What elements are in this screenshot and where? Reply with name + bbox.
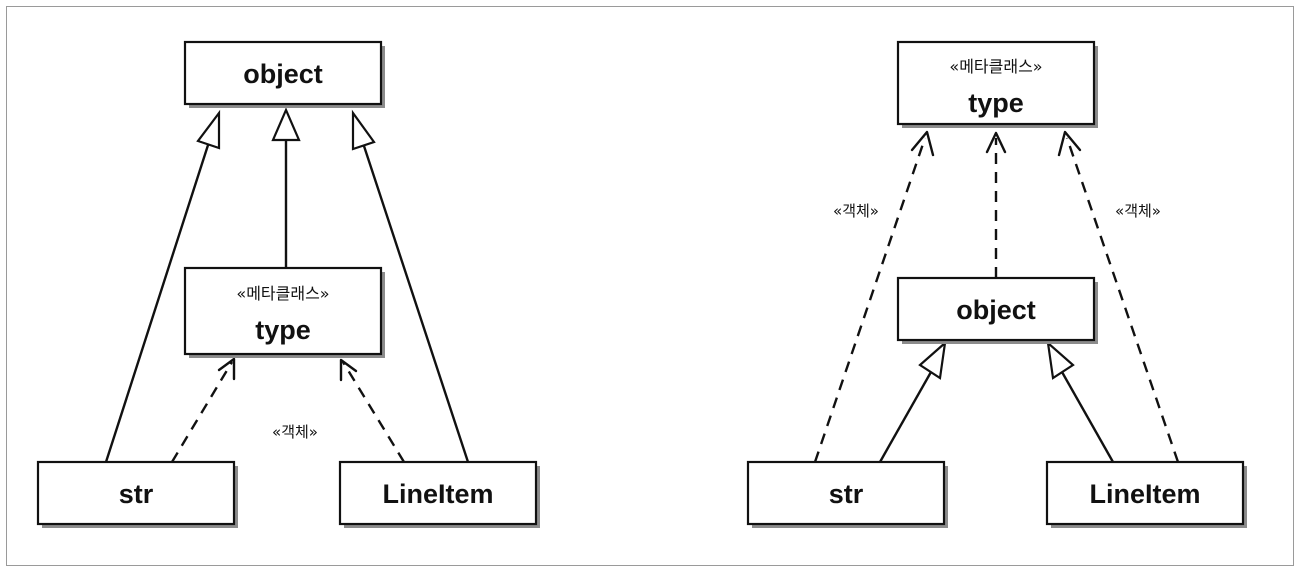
left-str-instance-of-type-edge — [170, 361, 234, 463]
right-lineitem-name: LineItem — [1089, 479, 1200, 509]
right-str-instance-arrowhead — [910, 130, 935, 157]
right-object-name: object — [956, 295, 1036, 325]
right-instance-label-left: «객체» — [833, 202, 879, 220]
right-str-box: str — [746, 460, 948, 528]
left-type-name: type — [255, 315, 311, 345]
left-str-inherit-arrowhead — [196, 109, 221, 150]
left-object-box: object — [183, 40, 385, 108]
left-lineitem-instance-arrowhead — [339, 358, 358, 382]
left-str-instance-arrowhead — [217, 357, 236, 381]
right-diagram: «메타클래스» type object str LineItem «객체» «객… — [746, 40, 1247, 528]
left-diagram: object «메타클래스» type str LineItem «객체» — [36, 40, 540, 528]
right-lineitem-inherit-arrowhead — [1046, 340, 1075, 380]
right-object-box: object — [896, 276, 1098, 344]
left-lineitem-name: LineItem — [382, 479, 493, 509]
right-str-name: str — [829, 479, 864, 509]
left-str-name: str — [119, 479, 154, 509]
right-type-stereotype: «메타클래스» — [949, 57, 1042, 76]
right-str-to-object-edge — [878, 371, 933, 463]
right-instance-label-right: «객체» — [1115, 202, 1161, 220]
right-lineitem-box: LineItem — [1045, 460, 1247, 528]
right-type-box: «메타클래스» type — [896, 40, 1098, 128]
left-lineitem-to-object-edge — [361, 142, 470, 463]
left-type-stereotype: «메타클래스» — [236, 284, 329, 303]
right-object-instance-arrowhead — [985, 131, 1007, 154]
right-lineitem-instance-of-type-edge — [1065, 137, 1180, 463]
right-str-instance-of-type-edge — [813, 137, 927, 463]
left-lineitem-instance-of-type-edge — [341, 361, 406, 463]
right-type-name: type — [968, 88, 1024, 118]
left-str-to-object-edge — [104, 141, 211, 463]
right-lineitem-instance-arrowhead — [1057, 130, 1082, 157]
left-type-inherit-arrowhead — [271, 107, 301, 142]
figure-frame — [6, 6, 1294, 566]
left-object-name: object — [243, 59, 323, 89]
left-lineitem-inherit-arrowhead — [351, 109, 376, 151]
right-str-inherit-arrowhead — [918, 340, 947, 380]
left-type-box: «메타클래스» type — [183, 266, 385, 358]
left-lineitem-box: LineItem — [338, 460, 540, 528]
left-str-box: str — [36, 460, 238, 528]
left-instance-label: «객체» — [272, 423, 318, 441]
right-lineitem-to-object-edge — [1060, 371, 1115, 463]
